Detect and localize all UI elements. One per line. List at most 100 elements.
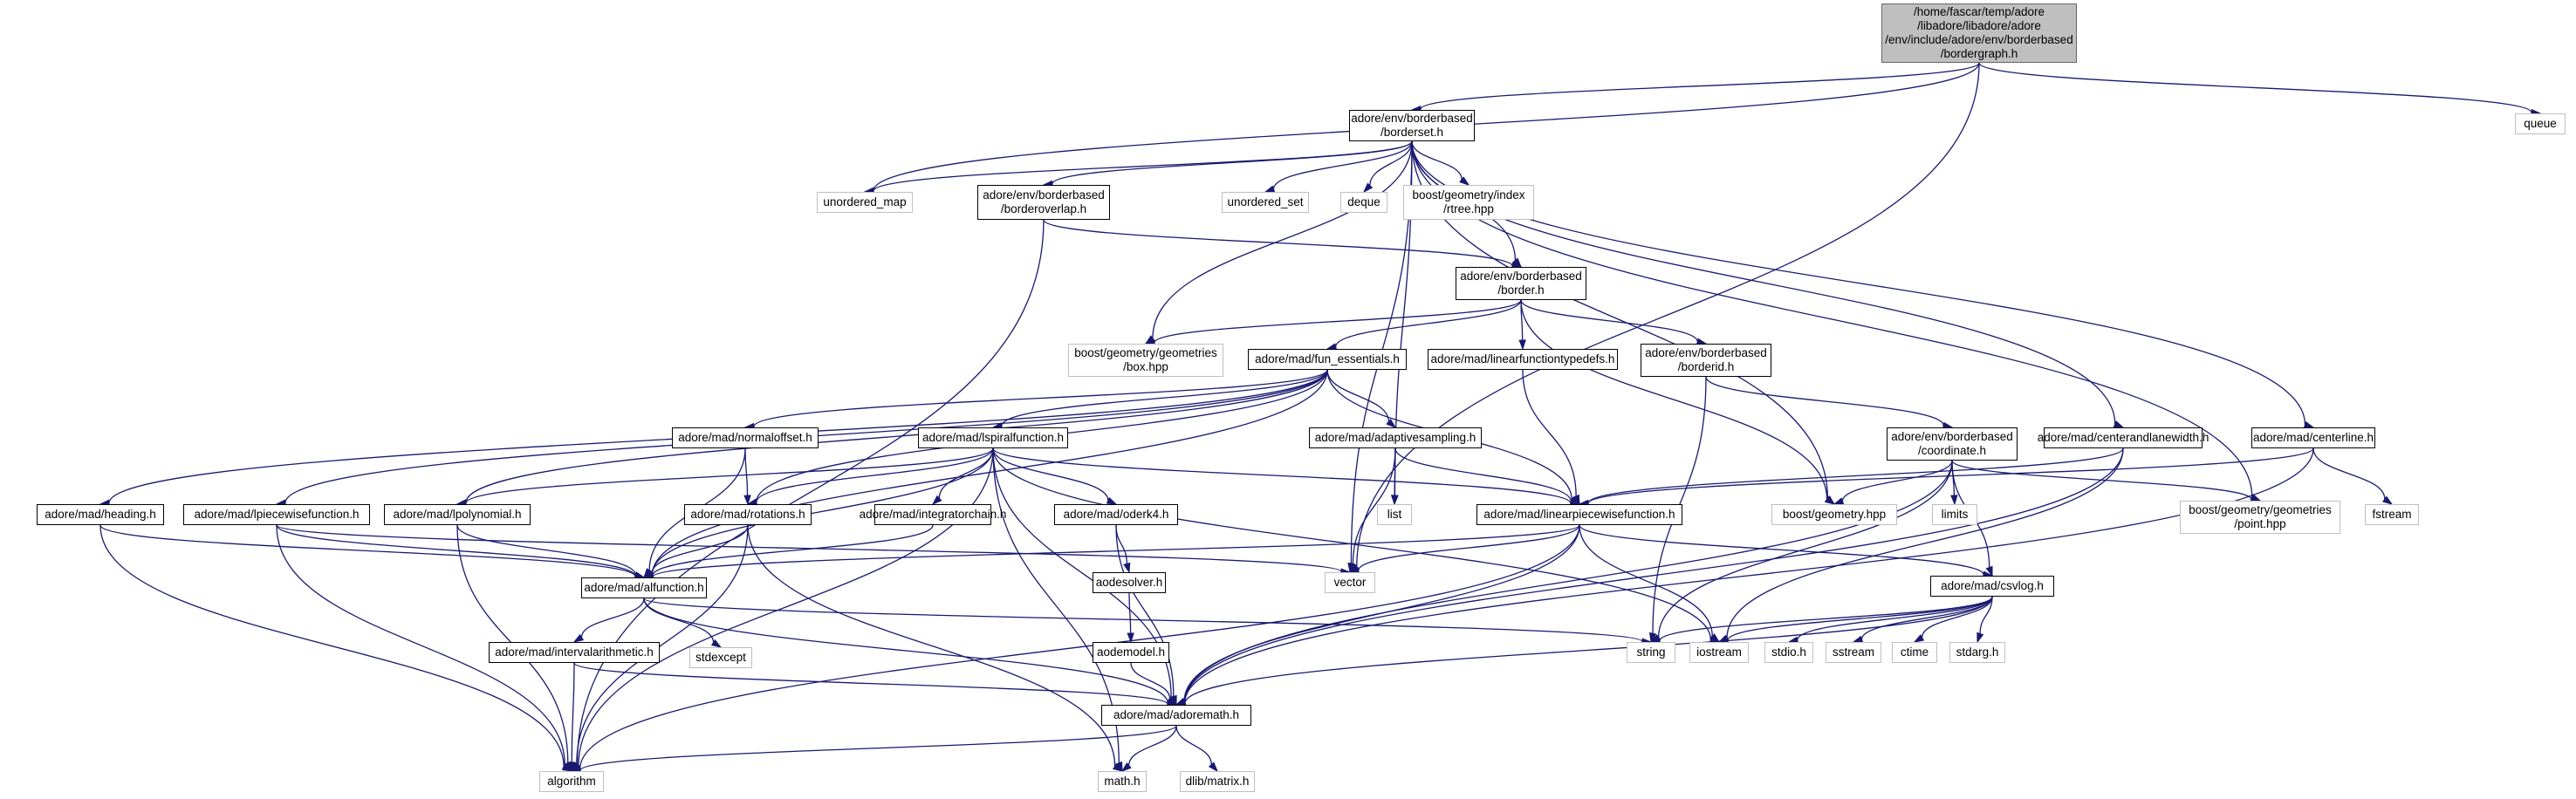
edge-centerline-to-linearpiecewisefunction — [1587, 447, 2314, 504]
node-fstream: fstream — [2365, 504, 2419, 525]
node-linearpiecewisefunction[interactable]: adore/mad/linearpiecewisefunction.h — [1476, 504, 1682, 525]
edge-arrowhead — [568, 761, 576, 773]
edge-arrowhead — [931, 495, 942, 506]
node-iostream: iostream — [1689, 642, 1749, 663]
node-alfunction[interactable]: adore/mad/alfunction.h — [581, 577, 707, 598]
edge-arrowhead — [1649, 632, 1657, 644]
edge-arrowhead — [572, 633, 585, 643]
node-label-line: /point.hpp — [2234, 517, 2286, 530]
node-rotations[interactable]: adore/mad/rotations.h — [684, 504, 812, 525]
node-label-line: /borderset.h — [1380, 126, 1444, 139]
node-borderoverlap[interactable]: adore/env/borderbased/borderoverlap.h — [977, 185, 1110, 220]
node-border[interactable]: adore/env/borderbased/border.h — [1456, 267, 1586, 300]
node-string: string — [1627, 642, 1675, 663]
node-csvlog[interactable]: adore/mad/csvlog.h — [1930, 576, 2054, 597]
node-label-line: adore/env/borderbased — [1645, 346, 1767, 359]
edge-adaptivesampling-to-linearpiecewisefunction — [1394, 447, 1572, 502]
node-label-line: adore/mad/fun_essentials.h — [1255, 352, 1400, 365]
node-integratorchain[interactable]: adore/mad/integratorchain.h — [860, 504, 1006, 525]
edge-linearpiecewisefunction-to-iostream — [1579, 524, 1713, 637]
edge-arrowhead — [1833, 497, 1845, 505]
edge-arrowhead — [1572, 494, 1580, 506]
node-adoremath[interactable]: adore/mad/adoremath.h — [1101, 705, 1251, 726]
node-linearfunctiontypedefs[interactable]: adore/mad/linearfunctiontypedefs.h — [1428, 349, 1618, 370]
edge-centerline-to-adoremath — [1184, 447, 2314, 703]
edge-intervalarithmetic-to-algorithm — [571, 662, 575, 763]
edge-border-to-fun_essentials — [1335, 299, 1522, 347]
edge-normaloffset-to-rotations — [744, 447, 749, 496]
node-label-line: queue — [2524, 117, 2557, 130]
edge-border-to-boost_geometry — [1520, 299, 1828, 500]
edge-fun_essentials-to-normaloffset — [753, 369, 1328, 427]
node-label-line: adore/env/borderbased — [1891, 430, 2013, 443]
node-label-line: adore/mad/centerline.h — [2252, 431, 2374, 444]
node-lspiralfunction[interactable]: adore/mad/lspiralfunction.h — [918, 427, 1068, 448]
node-adaptivesampling[interactable]: adore/mad/adaptivesampling.h — [1309, 427, 1482, 448]
node-limits: limits — [1932, 504, 1977, 525]
node-sstream: sstream — [1826, 642, 1881, 663]
edge-arrowhead — [1112, 762, 1124, 772]
node-label-line: adore/mad/intervalarithmetic.h — [495, 645, 654, 659]
edge-aodesolver-to-aodemodel — [1128, 592, 1132, 634]
node-lpiecewisefunction[interactable]: adore/mad/lpiecewisefunction.h — [183, 504, 370, 525]
edge-centerandlanewidth-to-iostream — [1726, 447, 2124, 639]
edge-linearpiecewisefunction-to-alfunction — [652, 524, 1580, 578]
node-centerline[interactable]: adore/mad/centerline.h — [2251, 427, 2375, 448]
node-label-line: adore/mad/adaptivesampling.h — [1314, 431, 1476, 444]
edge-arrowhead — [1985, 565, 1993, 577]
edge-adoremath-to-math — [1128, 725, 1177, 766]
node-centerandlanewidth[interactable]: adore/mad/centerandlanewidth.h — [2038, 427, 2209, 448]
node-box: boost/geometry/geometries/box.hpp — [1068, 344, 1223, 377]
node-unordered-map: unordered_map — [817, 192, 913, 213]
node-borderset[interactable]: adore/env/borderbased/borderset.h — [1349, 110, 1475, 141]
edge-linearfunctiontypedefs-to-linearpiecewisefunction — [1522, 369, 1577, 496]
edge-intervalarithmetic-to-adoremath — [573, 662, 1168, 705]
edge-arrowhead — [1123, 562, 1131, 574]
node-label-line: /home/fascar/temp/adore — [1913, 5, 2045, 18]
edge-rotations-to-algorithm — [576, 524, 749, 764]
node-label-line: adore/mad/centerandlanewidth.h — [2037, 431, 2209, 444]
edge-csvlog-to-ctime — [1921, 596, 1993, 639]
edge-centerandlanewidth-to-adoremath — [1184, 447, 2124, 703]
edge-borderset-to-rtree — [1411, 140, 1463, 180]
node-lpolynomial[interactable]: adore/mad/lpolynomial.h — [384, 504, 531, 525]
edge-arrowhead — [1106, 496, 1118, 505]
edge-bordergraph-to-vector — [1356, 62, 1980, 567]
edge-linearpiecewisefunction-to-vector — [1358, 524, 1580, 571]
node-fun-essentials[interactable]: adore/mad/fun_essentials.h — [1248, 349, 1407, 370]
edge-alfunction-to-adoremath — [643, 598, 1168, 704]
node-label-line: unordered_map — [823, 195, 907, 208]
edge-arrowhead — [1913, 634, 1925, 643]
node-borderid[interactable]: adore/env/borderbased/borderid.h — [1641, 344, 1771, 377]
node-dlib-matrix: dlib/matrix.h — [1180, 771, 1255, 792]
node-label-line: stdio.h — [1771, 645, 1806, 659]
node-label-line: vector — [1333, 576, 1367, 589]
node-label-line: string — [1636, 645, 1666, 659]
node-label-line: adore/mad/oderk4.h — [1063, 508, 1169, 521]
node-label-line: adore/env/borderbased — [983, 188, 1105, 201]
node-oderk4[interactable]: adore/mad/oderk4.h — [1054, 504, 1178, 525]
node-algorithm: algorithm — [539, 771, 604, 792]
node-normaloffset[interactable]: adore/mad/normaloffset.h — [672, 427, 819, 448]
node-heading[interactable]: adore/mad/heading.h — [37, 504, 164, 525]
node-aodesolver[interactable]: aodesolver.h — [1093, 572, 1166, 593]
node-label-line: stdexcept — [695, 651, 746, 664]
node-coordinate[interactable]: adore/env/borderbased/coordinate.h — [1887, 427, 2018, 461]
edge-lspiralfunction-to-linearpiecewisefunction — [992, 447, 1572, 504]
node-label-line: adore/mad/lpolynomial.h — [393, 508, 522, 521]
node-label-line: boost/geometry.hpp — [1782, 508, 1887, 521]
node-aodemodel[interactable]: aodemodel.h — [1093, 642, 1169, 663]
node-vector: vector — [1325, 572, 1375, 593]
edge-rotations-to-math — [747, 524, 1116, 767]
node-label-line: /border.h — [1497, 283, 1545, 297]
edge-bordergraph-to-borderset — [1420, 62, 1980, 110]
edge-arrowhead — [1977, 632, 1984, 644]
node-queue: queue — [2515, 113, 2566, 134]
edge-rotations-to-alfunction — [651, 524, 749, 574]
edge-arrowhead — [2113, 420, 2125, 428]
node-intervalarithmetic[interactable]: adore/mad/intervalarithmetic.h — [489, 642, 660, 663]
edge-borderset-to-unordered_map — [873, 140, 1413, 192]
edge-heading-to-algorithm — [99, 524, 565, 768]
edge-csvlog-to-iostream — [1727, 596, 1993, 641]
